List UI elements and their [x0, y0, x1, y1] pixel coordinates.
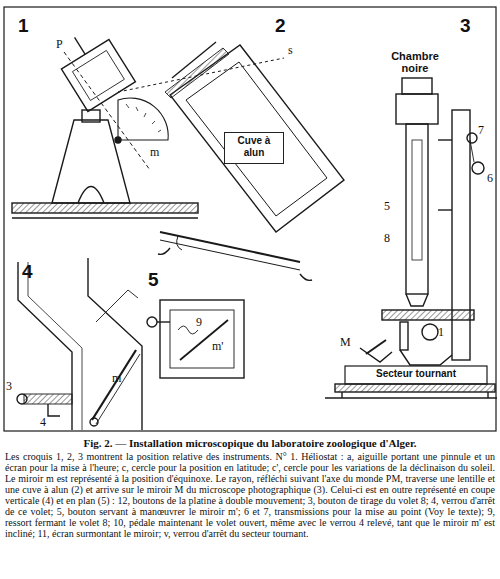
- drawing-stroke: [160, 240, 300, 270]
- vertical-section-sketch: [17, 258, 142, 430]
- callout-label: 5: [384, 200, 390, 212]
- drawing-stroke: [422, 324, 438, 340]
- drawing-stroke: [158, 248, 312, 280]
- drawing-stroke: [452, 110, 470, 360]
- plan-view-sketch: [147, 300, 244, 378]
- drawing-stroke: [406, 124, 428, 294]
- callout-label: 6: [487, 172, 493, 184]
- drawing-stroke: [438, 209, 452, 210]
- sketches: [4, 7, 497, 431]
- drawing-stroke: [78, 187, 104, 204]
- callout-label: 4: [40, 416, 46, 428]
- drawing-stroke: [396, 94, 438, 124]
- drawing-stroke: [51, 22, 136, 111]
- drawing-stroke: [177, 236, 182, 250]
- drawing-stroke: [400, 350, 452, 365]
- drawing-stroke: [17, 394, 27, 404]
- drawing-stroke: [64, 52, 150, 170]
- drawing-stroke: [170, 310, 234, 368]
- drawing-stroke: [12, 217, 198, 218]
- drawing-stroke: [487, 392, 488, 398]
- drawing-stroke: [72, 50, 124, 100]
- drawing-stroke: [12, 203, 198, 213]
- callout-label: m: [150, 146, 159, 158]
- drawing-stroke: [345, 366, 487, 384]
- microscope-sketch: [325, 78, 497, 398]
- sketch-number: 3: [460, 16, 471, 35]
- callout-label: P: [56, 38, 63, 50]
- drawing-stroke: [160, 232, 300, 262]
- drawing-stroke: [406, 294, 428, 306]
- drawing-stroke: [472, 162, 484, 174]
- callout-label: 7: [478, 124, 484, 136]
- drawing-stroke: [178, 326, 198, 334]
- drawing-stroke: [402, 78, 432, 94]
- figure-frame: [4, 7, 496, 431]
- drawing-stroke: [115, 137, 121, 143]
- figure-title: Fig. 2. — Installation microscopique du …: [5, 437, 495, 450]
- drawing-stroke: [412, 140, 422, 260]
- drawing-stroke: [96, 290, 138, 322]
- drawing-stroke: [165, 48, 229, 98]
- sketch-number: 2: [275, 16, 286, 35]
- callout-label: m: [112, 372, 121, 384]
- callout-label: 3: [6, 380, 12, 392]
- drawing-stroke: [400, 322, 408, 350]
- callout-label: 8: [384, 232, 390, 244]
- drawing-stroke: [160, 300, 244, 378]
- drawing-stroke: [82, 110, 100, 122]
- drawing-stroke: [438, 139, 452, 140]
- drawing-stroke: [335, 384, 495, 392]
- drawing-stroke: [90, 418, 98, 426]
- drawing-stroke: [75, 37, 86, 54]
- drawing-stroke: [92, 350, 136, 420]
- drawing-stroke: [126, 104, 161, 132]
- drawing-stroke: [24, 394, 72, 404]
- cell-box: Cuve à alun: [224, 132, 284, 164]
- drawing-stroke: [382, 310, 474, 320]
- drawing-stroke: [28, 262, 82, 430]
- drawing-stroke: [325, 397, 497, 398]
- drawing-stroke: [61, 39, 135, 111]
- drawing-stroke: [341, 392, 342, 398]
- node-text: Cuve à alun: [230, 135, 278, 159]
- drawing-stroke: [157, 321, 170, 322]
- drawing-stroke: [96, 354, 140, 424]
- alum-cell-sketch: [158, 42, 344, 280]
- drawing-stroke: [147, 317, 157, 327]
- drawing-stroke: [180, 320, 228, 360]
- drawing-stroke: [467, 133, 477, 143]
- sketch-number: 5: [148, 270, 159, 289]
- drawing-stroke: [88, 258, 142, 430]
- drawing-stroke: [186, 62, 327, 216]
- callout-label: M: [340, 336, 351, 348]
- drawing-stroke: [470, 140, 474, 162]
- callout-label: s: [288, 44, 293, 56]
- callout-label: Chambre noire: [384, 50, 446, 74]
- drawing-stroke: [18, 262, 72, 430]
- drawing-stroke: [360, 348, 392, 362]
- node-text: Secteur tournant: [357, 368, 475, 380]
- drawing-stroke: [118, 98, 168, 140]
- base-band: Secteur tournant: [352, 365, 480, 385]
- sketch-number: 1: [18, 16, 29, 35]
- sketch-number: 4: [22, 262, 33, 281]
- drawing-stroke: [48, 404, 60, 416]
- callout-label: m': [212, 340, 224, 352]
- callout-label: 1: [438, 326, 444, 338]
- callout-label: 9: [196, 316, 202, 328]
- drawing-stroke: [366, 340, 386, 354]
- figure-caption: Les croquis 1, 2, 3 montrent la position…: [5, 451, 495, 539]
